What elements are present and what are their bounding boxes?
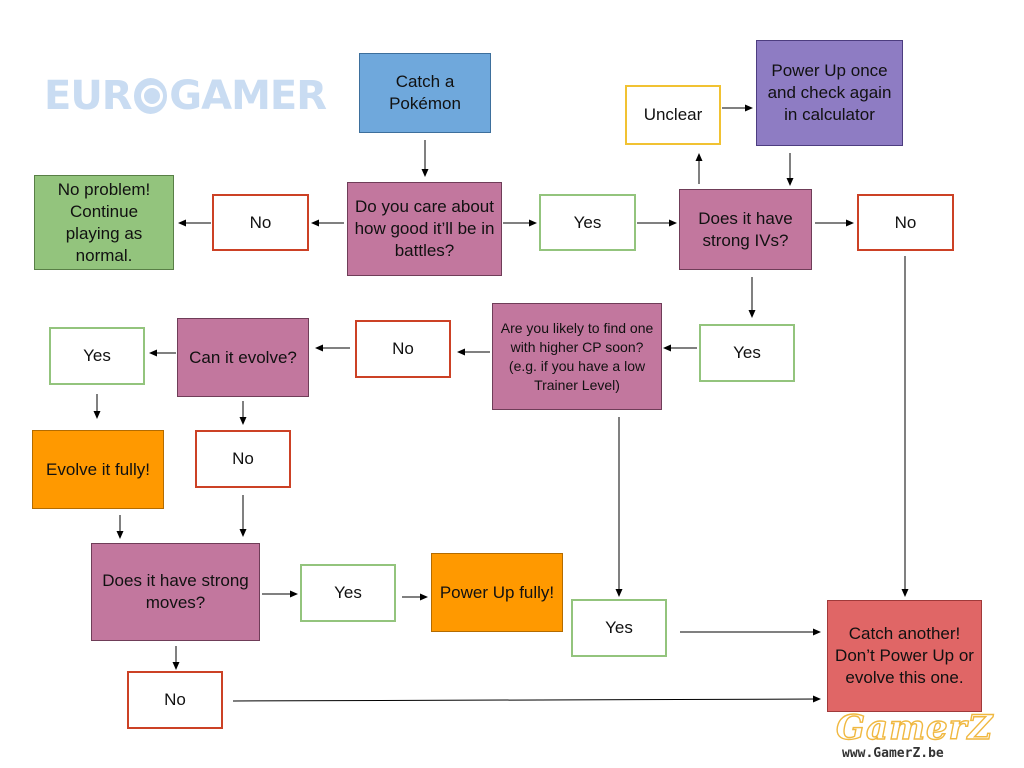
logo-text-right: GAMER <box>169 73 327 119</box>
node-yes-evolve: Yes <box>49 327 145 385</box>
node-care-battles: Do you care about how good it’ll be in b… <box>347 182 502 276</box>
node-yes-care: Yes <box>539 194 636 251</box>
node-no-evolve: No <box>195 430 291 488</box>
node-yes-ivs: Yes <box>699 324 795 382</box>
gamerz-watermark: GamerZ www.GamerZ.be <box>835 708 1012 762</box>
node-catch-another: Catch another! Don’t Power Up or evolve … <box>827 600 982 712</box>
arrow-no-to-catchanother-bottom <box>232 695 821 703</box>
node-no-problem: No problem! Continue playing as normal. <box>34 175 174 270</box>
node-no-care: No <box>212 194 309 251</box>
node-no-ivs: No <box>857 194 954 251</box>
node-power-up-once: Power Up once and check again in calcula… <box>756 40 903 146</box>
node-catch-pokemon: Catch a Pokémon <box>359 53 491 133</box>
node-yes-likely: Yes <box>571 599 667 657</box>
node-likely-find: Are you likely to find one with higher C… <box>492 303 662 410</box>
node-power-up-fully: Power Up fully! <box>431 553 563 632</box>
watermark-url: www.GamerZ.be <box>842 746 944 761</box>
node-can-evolve: Can it evolve? <box>177 318 309 397</box>
node-no-likely: No <box>355 320 451 378</box>
node-evolve-fully: Evolve it fully! <box>32 430 164 509</box>
globe-icon <box>133 78 168 114</box>
node-no-moves: No <box>127 671 223 729</box>
node-strong-moves: Does it have strong moves? <box>91 543 260 641</box>
logo-text-left: EUR <box>44 73 133 119</box>
watermark-title: GamerZ <box>835 708 994 748</box>
node-yes-moves: Yes <box>300 564 396 622</box>
node-strong-ivs: Does it have strong IVs? <box>679 189 812 270</box>
eurogamer-logo: EUR GAMER <box>44 73 327 119</box>
node-unclear: Unclear <box>625 85 721 145</box>
